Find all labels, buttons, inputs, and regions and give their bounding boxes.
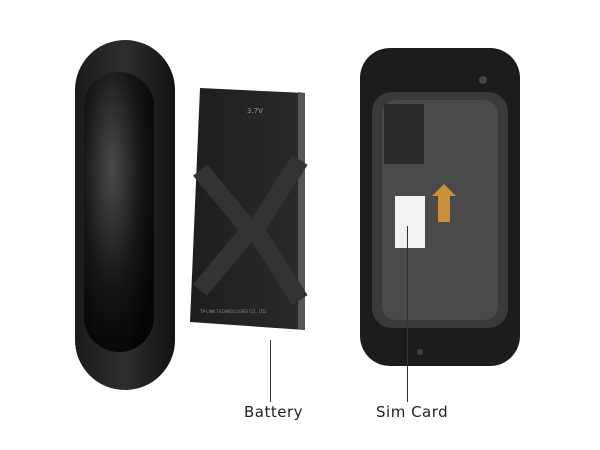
mifi-device-housing — [360, 48, 520, 366]
battery-voltage-print: 3.7V — [247, 107, 263, 115]
back-cover — [75, 40, 175, 390]
sim-card-callout-line — [407, 226, 408, 402]
battery: 3.7V TP-LINK TECHNOLOGIES CO., LTD. — [190, 88, 308, 330]
sim-card-label: Sim Card — [376, 403, 449, 421]
sim-card-slot — [395, 196, 425, 248]
battery-label: Battery — [244, 403, 304, 421]
insert-arrow-icon — [432, 184, 456, 222]
battery-maker-print: TP-LINK TECHNOLOGIES CO., LTD. — [199, 309, 267, 314]
battery-callout-line — [270, 340, 271, 402]
